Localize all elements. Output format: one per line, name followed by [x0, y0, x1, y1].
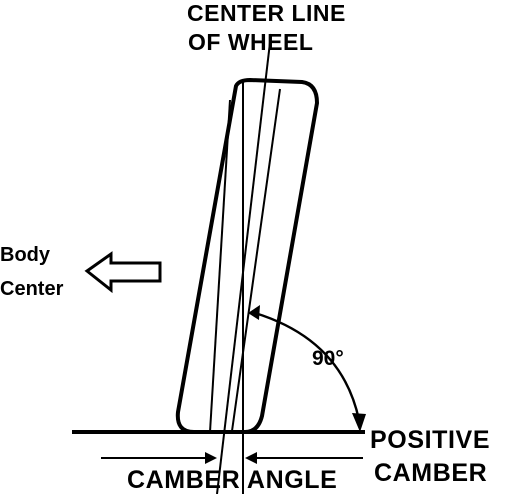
positive-camber-label-line2: CAMBER — [374, 459, 488, 487]
center-line-label-line2: OF WHEEL — [188, 29, 314, 55]
right-angle-arrowhead-top — [248, 305, 260, 320]
body-center-arrow-icon — [84, 251, 162, 294]
body-center-label-line1: Body — [0, 244, 50, 266]
wheel-center-line — [216, 33, 272, 495]
right-angle-arc — [254, 311, 361, 421]
positive-camber-label-line1: POSITIVE — [370, 426, 491, 454]
camber-angle-left-arrowhead — [205, 452, 217, 464]
camber-angle-label: CAMBER ANGLE — [127, 466, 338, 494]
camber-angle-right-arrowhead — [245, 452, 257, 464]
wheel-inner-line-right — [231, 88, 281, 432]
wheel-inner-line-left — [209, 99, 231, 433]
right-angle-label: 90° — [312, 347, 344, 370]
right-angle-arrowhead-bottom — [352, 413, 366, 432]
center-line-label-line1: CENTER LINE — [187, 0, 346, 26]
body-center-label-line2: Center — [0, 278, 64, 300]
wheel-outline — [175, 78, 319, 434]
